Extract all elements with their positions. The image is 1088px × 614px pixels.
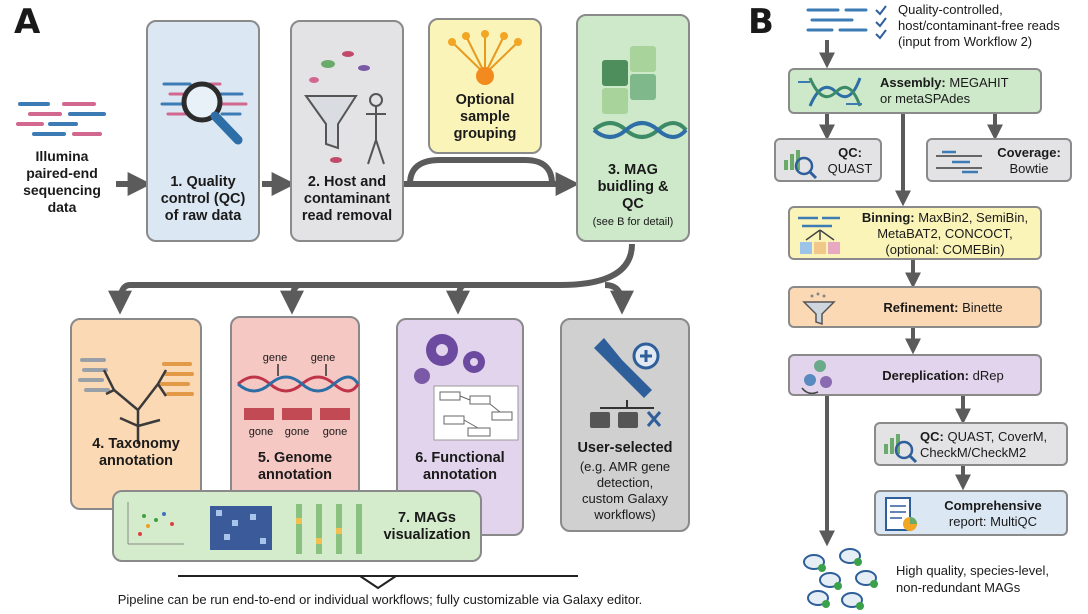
b-assembly-node[interactable]: Assembly: MEGAHIT or metaSPAdes bbox=[788, 68, 1042, 114]
b-qc1-node[interactable]: QC:QUAST bbox=[774, 138, 882, 182]
funnel-icon bbox=[304, 51, 386, 165]
cluster-icon bbox=[801, 360, 832, 395]
gears-icon bbox=[414, 334, 519, 441]
gene-label-2: gene bbox=[310, 352, 336, 364]
arrow-fan-genome bbox=[280, 282, 305, 315]
binning-icon bbox=[798, 216, 840, 254]
b-dereplication-text: Dereplication: dRep bbox=[882, 368, 1004, 383]
footer-caption: Pipeline can be run end-to-end or indivi… bbox=[117, 592, 643, 607]
arrow-optional-bypass bbox=[407, 157, 555, 185]
gone-label-1: gone bbox=[248, 426, 274, 438]
b-refinement-text: Refinement: Binette bbox=[883, 300, 1003, 315]
b-dereplication-node[interactable]: Dereplication: dRep bbox=[788, 354, 1042, 396]
tree-icon bbox=[78, 358, 194, 444]
b-qc2-text: QC: QUAST, CoverM, CheckM/CheckM2 bbox=[920, 429, 1048, 460]
step3-note: (see B for detail) bbox=[592, 216, 674, 228]
b-report-text: Comprehensive report: MultiQC bbox=[944, 498, 1042, 529]
b-output-label: High quality, species-level,non-redundan… bbox=[896, 563, 1049, 595]
gone-label-3: gone bbox=[322, 426, 348, 438]
b-coverage-node[interactable]: Coverage:Bowtie bbox=[926, 138, 1072, 182]
arrow-fan-functional bbox=[446, 282, 471, 315]
magnifier-icon bbox=[160, 81, 248, 145]
panel-letter-b: B bbox=[748, 2, 774, 42]
gene-label-1: gene bbox=[262, 352, 288, 364]
panel-letter-a: A bbox=[14, 2, 41, 42]
qc-chart-icon bbox=[784, 150, 818, 180]
grouping-icon bbox=[448, 30, 522, 85]
dna-icon bbox=[798, 77, 862, 107]
b-report-node[interactable]: Comprehensive report: MultiQC bbox=[874, 490, 1068, 536]
b-refinement-node[interactable]: Refinement: Binette bbox=[788, 286, 1042, 328]
genome-dna-icon bbox=[237, 364, 360, 420]
qc-chart-icon-2 bbox=[884, 434, 918, 464]
b-binning-node[interactable]: Binning: MaxBin2, SemiBin, MetaBAT2, CON… bbox=[788, 206, 1042, 260]
b-coverage-text: Coverage:Bowtie bbox=[997, 145, 1061, 176]
arrow-fan-user bbox=[604, 282, 634, 315]
arrow-fan-taxonomy bbox=[108, 243, 635, 315]
gone-label-2: gone bbox=[284, 426, 310, 438]
footer-bracket bbox=[178, 575, 578, 590]
tools-icon bbox=[590, 338, 662, 428]
b-qc1-text: QC:QUAST bbox=[827, 145, 873, 176]
report-icon bbox=[885, 497, 917, 531]
visualization-icons bbox=[127, 502, 362, 554]
puzzle-dna-icon bbox=[592, 46, 688, 139]
b-assembly-text: Assembly: MEGAHIT or metaSPAdes bbox=[880, 75, 1009, 106]
filter-icon bbox=[802, 292, 836, 326]
b-qc2-node[interactable]: QC: QUAST, CoverM, CheckM/CheckM2 bbox=[874, 422, 1068, 466]
b-input-label: Quality-controlled,host/contaminant-free… bbox=[898, 2, 1060, 49]
user-selected-title: User-selected bbox=[577, 440, 673, 456]
coverage-icon bbox=[936, 150, 982, 174]
b-binning-text: Binning: MaxBin2, SemiBin, MetaBAT2, CON… bbox=[861, 210, 1029, 257]
